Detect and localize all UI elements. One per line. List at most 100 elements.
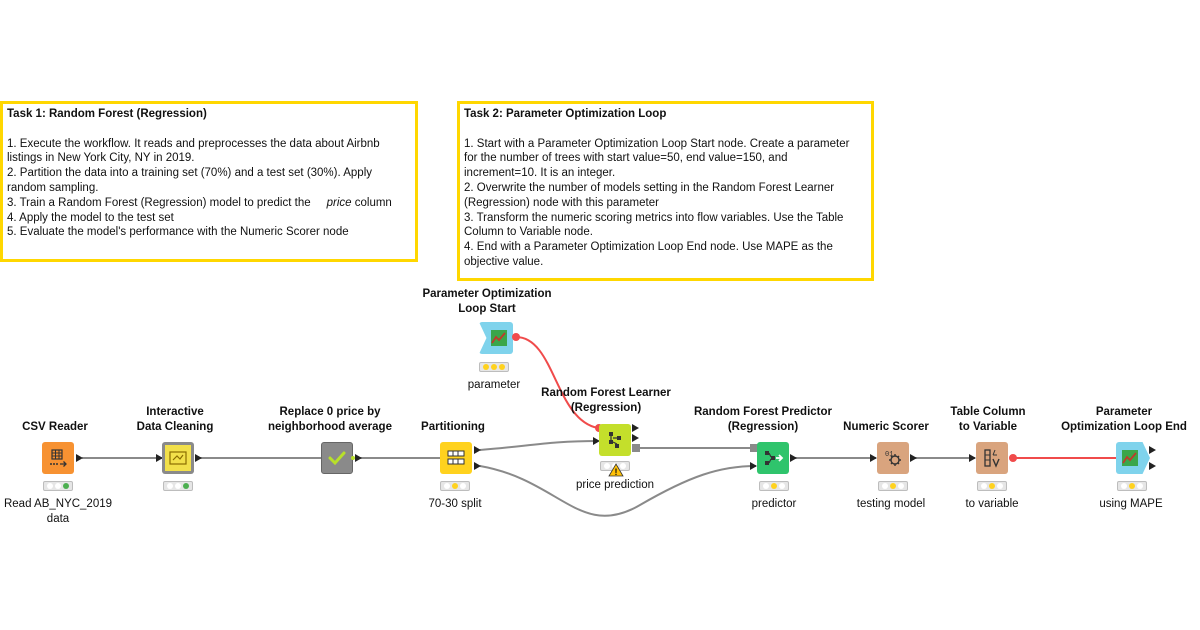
traffic-light-status	[878, 481, 908, 491]
annotation-line: for the number of trees with start value…	[464, 152, 788, 165]
node-title-partitioning: Partitioning	[421, 421, 485, 433]
node-title-rf-learner-line2: (Regression)	[570, 402, 642, 414]
output-port[interactable]	[1149, 462, 1156, 470]
output-port[interactable]	[910, 454, 917, 462]
warning-mark: !	[615, 467, 618, 477]
annotation-line: increment=10. It is an integer.	[464, 167, 616, 180]
node-title-rf-predictor: Random Forest Predictor	[693, 406, 833, 418]
annotation-title: Task 2: Parameter Optimization Loop	[464, 108, 667, 120]
annotation-line-text: column	[351, 196, 392, 209]
metanode-check-icon	[328, 451, 346, 466]
annotation-line: Column to Variable node.	[464, 226, 593, 239]
node-label-loop-end[interactable]: using MAPE	[1099, 498, 1163, 510]
traffic-light-status	[479, 362, 509, 372]
node-title-replace-price: Replace 0 price by	[279, 406, 381, 418]
partitioning-node[interactable]	[440, 442, 472, 474]
rf-learner-node[interactable]	[599, 424, 631, 456]
annotation-line: objective value.	[464, 255, 544, 268]
input-port[interactable]	[593, 437, 600, 445]
interactive-cleaning-component[interactable]	[162, 442, 194, 474]
annotation-line: 2. Overwrite the number of models settin…	[464, 181, 835, 194]
node-title-interactive-cleaning-line2: Data Cleaning	[136, 421, 214, 433]
output-port[interactable]	[632, 434, 639, 442]
input-port[interactable]	[969, 454, 976, 462]
node-label-loop-start[interactable]: parameter	[467, 379, 521, 391]
loop-end-icon	[1122, 450, 1138, 466]
annotation-task-1[interactable]: Task 1: Random Forest (Regression) 1. Ex…	[0, 101, 418, 262]
rf-predictor-node[interactable]	[757, 442, 789, 474]
connection-partition-to-predictor[interactable]	[479, 465, 757, 517]
output-port-test[interactable]	[474, 462, 481, 470]
node-title-loop-end: Parameter	[1095, 406, 1153, 418]
annotation-line: listings in New York City, NY in 2019.	[7, 152, 195, 165]
loop-start-icon	[491, 330, 507, 346]
annotation-line: (Regression) node with this parameter	[464, 196, 659, 209]
traffic-light-status	[1117, 481, 1147, 491]
csv-reader-icon	[50, 449, 67, 467]
traffic-light-status	[163, 481, 193, 491]
predictor-icon	[765, 451, 784, 465]
node-title-table-col-var: Table Column	[950, 406, 1026, 418]
input-port[interactable]	[750, 462, 757, 470]
node-title-replace-price-line2: neighborhood average	[268, 421, 392, 433]
node-label-table-col-var[interactable]: to variable	[965, 498, 1019, 510]
output-port[interactable]	[790, 454, 797, 462]
node-title-rf-learner: Random Forest Learner	[541, 387, 671, 399]
traffic-light-status	[759, 481, 789, 491]
warning-icon: !	[608, 463, 624, 477]
node-title-loop-start-line2: Loop Start	[458, 303, 516, 315]
node-label-rf-predictor[interactable]: predictor	[751, 498, 797, 510]
annotation-line: 5. Evaluate the model's performance with…	[7, 226, 349, 239]
annotation-title: Task 1: Random Forest (Regression)	[7, 108, 207, 120]
component-icon	[169, 451, 187, 465]
traffic-light-status	[977, 481, 1007, 491]
node-title-loop-end-line2: Optimization Loop End	[1061, 421, 1187, 433]
output-port-train[interactable]	[474, 446, 481, 454]
metanode-status-dot	[351, 456, 355, 460]
node-title-csv-reader: CSV Reader	[22, 421, 88, 433]
node-label-csv-reader-line2[interactable]: data	[46, 513, 70, 525]
node-title-interactive-cleaning: Interactive	[146, 406, 204, 418]
output-port[interactable]	[195, 454, 202, 462]
node-label-numeric-scorer[interactable]: testing model	[856, 498, 926, 510]
annotation-line: 3. Transform the numeric scoring metrics…	[464, 211, 844, 224]
replace-price-metanode[interactable]	[321, 442, 353, 474]
input-port[interactable]	[156, 454, 163, 462]
output-port[interactable]	[76, 454, 83, 462]
model-output-port[interactable]	[632, 444, 640, 452]
annotation-line: 1. Execute the workflow. It reads and pr…	[7, 137, 380, 150]
price-column-name: price	[326, 196, 352, 209]
annotation-line-text: 3. Train a Random Forest (Regression) mo…	[7, 196, 311, 209]
annotation-line: 4. Apply the model to the test set	[7, 211, 174, 224]
node-label-partitioning[interactable]: 70-30 split	[428, 498, 482, 510]
annotation-line: 2. Partition the data into a training se…	[7, 167, 373, 180]
annotation-line: 3. Train a Random Forest (Regression) mo…	[7, 196, 411, 211]
loop-end-node[interactable]	[1116, 442, 1150, 474]
csv-reader-node[interactable]	[42, 442, 74, 474]
node-label-rf-learner[interactable]: price prediction	[576, 479, 654, 491]
model-input-port[interactable]	[750, 444, 758, 452]
annotation-task-2[interactable]: Task 2: Parameter Optimization Loop 1. S…	[457, 101, 874, 281]
input-port[interactable]	[870, 454, 877, 462]
output-port[interactable]	[1149, 446, 1156, 454]
node-label-csv-reader[interactable]: Read AB_NYC_2019	[3, 498, 113, 510]
traffic-light-status	[43, 481, 73, 491]
variable-output-port[interactable]	[1009, 454, 1017, 462]
output-port[interactable]	[632, 424, 639, 432]
output-port[interactable]	[355, 454, 362, 462]
variable-connection-loop-start-to-learner[interactable]	[515, 336, 599, 429]
node-title-loop-start: Parameter Optimization	[422, 288, 552, 300]
numeric-scorer-node[interactable]: 01	[877, 442, 909, 474]
connection-partition-to-learner[interactable]	[479, 440, 599, 451]
variable-output-port[interactable]	[512, 333, 520, 341]
node-title-table-col-var-line2: to Variable	[958, 421, 1018, 433]
annotation-line: 1. Start with a Parameter Optimization L…	[464, 137, 850, 150]
table-column-to-variable-node[interactable]	[976, 442, 1008, 474]
node-title-numeric-scorer: Numeric Scorer	[843, 421, 929, 433]
learner-icon	[609, 432, 621, 448]
node-title-rf-predictor-line2: (Regression)	[727, 421, 799, 433]
svg-text:01: 01	[885, 451, 893, 459]
traffic-light-status	[440, 481, 470, 491]
table-to-variable-icon	[984, 449, 1000, 468]
